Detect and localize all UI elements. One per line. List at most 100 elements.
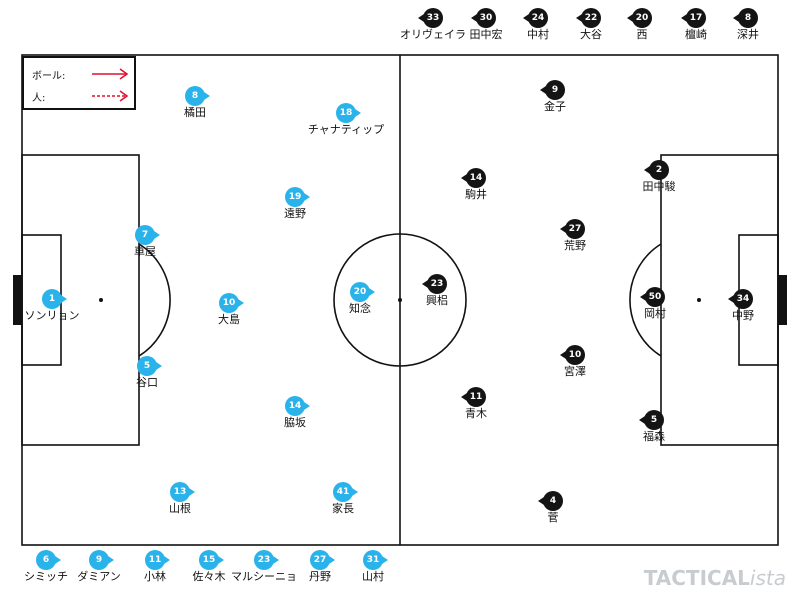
player-number: 2 <box>649 160 669 180</box>
direction-marker-icon <box>471 14 477 22</box>
player-number: 14 <box>466 168 486 188</box>
player-name: 檀崎 <box>685 28 707 41</box>
player-number: 31 <box>363 550 383 570</box>
direction-marker-icon <box>154 231 160 239</box>
direction-marker-icon <box>639 416 645 424</box>
legend: ボール: 人: <box>22 56 136 110</box>
player-number: 14 <box>285 396 305 416</box>
center-spot <box>398 298 402 302</box>
direction-marker-icon <box>422 280 428 288</box>
direction-marker-icon <box>108 556 114 564</box>
player-name: 橘田 <box>184 106 206 119</box>
direction-marker-icon <box>156 362 162 370</box>
direction-marker-icon <box>352 488 358 496</box>
player-number: 33 <box>423 8 443 28</box>
direction-marker-icon <box>538 497 544 505</box>
player-name: 中村 <box>527 28 549 41</box>
left-penalty-spot <box>99 298 103 302</box>
player-name: 小林 <box>144 570 166 583</box>
direction-marker-icon <box>164 556 170 564</box>
direction-marker-icon <box>355 109 361 117</box>
player-number: 30 <box>476 8 496 28</box>
player-number: 34 <box>733 289 753 309</box>
player-number: 20 <box>632 8 652 28</box>
player-number: 18 <box>336 103 356 123</box>
direction-marker-icon <box>461 393 467 401</box>
player-name: 大谷 <box>580 28 602 41</box>
player-number: 11 <box>466 387 486 407</box>
player-name: 菅 <box>547 511 559 524</box>
direction-marker-icon <box>304 193 310 201</box>
center-circle <box>333 233 467 367</box>
player-name: 駒井 <box>465 188 487 201</box>
direction-marker-icon <box>304 402 310 410</box>
player-name: 田中宏 <box>469 28 503 41</box>
direction-marker-icon <box>418 14 424 22</box>
player-number: 8 <box>738 8 758 28</box>
direction-marker-icon <box>61 295 67 303</box>
right-penalty-area <box>660 154 779 446</box>
player-number: 6 <box>36 550 56 570</box>
ball-arrow-icon <box>92 68 129 80</box>
legend-person-label: 人: <box>32 93 46 104</box>
player-name: 西 <box>636 28 648 41</box>
player-name: 遠野 <box>284 207 306 220</box>
direction-marker-icon <box>576 14 582 22</box>
player-name: 知念 <box>349 302 371 315</box>
player-number: 50 <box>645 287 665 307</box>
player-name: 田中駿 <box>642 180 676 193</box>
player-number: 10 <box>565 345 585 365</box>
player-number: 4 <box>543 491 563 511</box>
player-number: 11 <box>145 550 165 570</box>
direction-marker-icon <box>733 14 739 22</box>
player-number: 1 <box>42 289 62 309</box>
player-number: 27 <box>310 550 330 570</box>
direction-marker-icon <box>461 174 467 182</box>
player-name: オリヴェイラ <box>400 28 466 41</box>
direction-marker-icon <box>218 556 224 564</box>
player-number: 5 <box>137 356 157 376</box>
player-name: 青木 <box>465 407 487 420</box>
player-name: チャナティップ <box>307 123 385 136</box>
person-arrow-icon <box>92 90 129 102</box>
player-name: 家長 <box>332 502 354 515</box>
direction-marker-icon <box>627 14 633 22</box>
player-name: ダミアン <box>77 570 121 583</box>
player-number: 15 <box>199 550 219 570</box>
direction-marker-icon <box>238 299 244 307</box>
left-penalty-area <box>21 154 140 446</box>
direction-marker-icon <box>560 351 566 359</box>
player-name: 中野 <box>732 309 754 322</box>
direction-marker-icon <box>189 488 195 496</box>
watermark-main: TACTICAL <box>643 566 750 590</box>
right-goal <box>778 275 787 325</box>
direction-marker-icon <box>560 225 566 233</box>
player-name: 深井 <box>737 28 759 41</box>
right-penalty-arc <box>629 243 662 357</box>
direction-marker-icon <box>55 556 61 564</box>
player-name: ソンリョン <box>24 309 80 322</box>
player-number: 5 <box>644 410 664 430</box>
player-number: 19 <box>285 187 305 207</box>
player-name: 荒野 <box>564 239 586 252</box>
player-number: 41 <box>333 482 353 502</box>
direction-marker-icon <box>382 556 388 564</box>
player-number: 22 <box>581 8 601 28</box>
watermark-suffix: ista <box>749 566 786 590</box>
player-name: 福森 <box>643 430 665 443</box>
player-name: マルシーニョ <box>231 570 297 583</box>
player-name: 山根 <box>169 502 191 515</box>
direction-marker-icon <box>369 288 375 296</box>
player-number: 9 <box>545 80 565 100</box>
direction-marker-icon <box>640 293 646 301</box>
legend-ball-label: ボール: <box>32 71 66 82</box>
direction-marker-icon <box>540 86 546 94</box>
player-number: 23 <box>427 274 447 294</box>
player-number: 20 <box>350 282 370 302</box>
direction-marker-icon <box>681 14 687 22</box>
direction-marker-icon <box>728 295 734 303</box>
player-name: シミッチ <box>24 570 68 583</box>
player-name: 宮澤 <box>564 365 586 378</box>
player-name: 岡村 <box>644 307 666 320</box>
